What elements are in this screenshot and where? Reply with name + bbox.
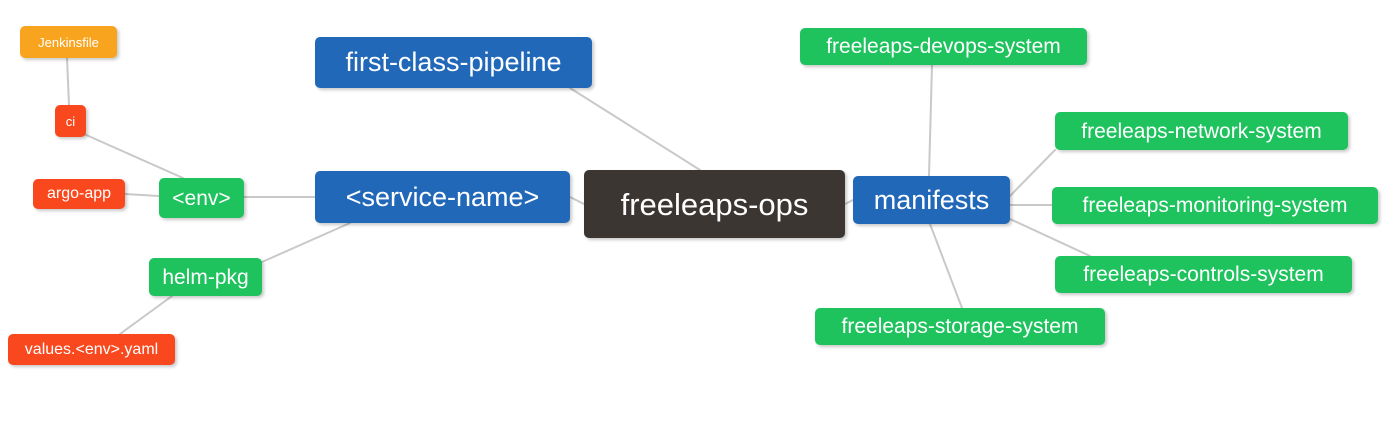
edge-env-to-ci	[83, 133, 184, 179]
edge-freeleaps-ops-to-service-name	[569, 196, 585, 205]
node-helm-pkg[interactable]: helm-pkg	[149, 258, 262, 296]
node-label-env: <env>	[172, 186, 231, 210]
node-label-values-env-yaml: values.<env>.yaml	[24, 340, 159, 358]
node-ci[interactable]: ci	[55, 105, 86, 137]
node-values-env-yaml[interactable]: values.<env>.yaml	[8, 334, 175, 365]
edge-ci-to-jenkinsfile	[66, 57, 70, 106]
node-label-freeleaps-devops-system: freeleaps-devops-system	[826, 35, 1061, 58]
node-label-service-name: <service-name>	[345, 181, 540, 212]
node-label-freeleaps-controls-system: freeleaps-controls-system	[1083, 263, 1324, 286]
node-label-helm-pkg: helm-pkg	[162, 265, 249, 289]
edge-freeleaps-ops-to-manifests	[844, 199, 854, 205]
node-label-first-class-pipeline: first-class-pipeline	[345, 47, 562, 77]
node-service-name[interactable]: <service-name>	[315, 171, 570, 223]
node-freeleaps-storage-system[interactable]: freeleaps-storage-system	[815, 308, 1105, 345]
edge-manifests-to-freeleaps-network-system	[1009, 149, 1056, 197]
edge-service-name-to-helm-pkg	[261, 222, 351, 263]
node-freeleaps-network-system[interactable]: freeleaps-network-system	[1055, 112, 1348, 150]
node-manifests[interactable]: manifests	[853, 176, 1010, 224]
node-freeleaps-devops-system[interactable]: freeleaps-devops-system	[800, 28, 1087, 65]
edge-manifests-to-freeleaps-devops-system	[928, 64, 933, 177]
node-label-argo-app: argo-app	[46, 185, 112, 202]
node-label-freeleaps-ops: freeleaps-ops	[620, 186, 809, 222]
edge-helm-pkg-to-values-env-yaml	[119, 295, 173, 335]
node-label-jenkinsfile: Jenkinsfile	[38, 34, 99, 50]
edge-manifests-to-freeleaps-controls-system	[1009, 218, 1091, 257]
node-freeleaps-controls-system[interactable]: freeleaps-controls-system	[1055, 256, 1352, 293]
node-label-freeleaps-storage-system: freeleaps-storage-system	[841, 315, 1079, 338]
node-label-freeleaps-network-system: freeleaps-network-system	[1081, 119, 1322, 143]
node-freeleaps-ops[interactable]: freeleaps-ops	[584, 170, 845, 238]
node-first-class-pipeline[interactable]: first-class-pipeline	[315, 37, 592, 88]
node-freeleaps-monitoring-system[interactable]: freeleaps-monitoring-system	[1052, 187, 1378, 224]
node-label-ci: ci	[65, 113, 76, 129]
node-label-manifests: manifests	[873, 184, 990, 215]
node-label-freeleaps-monitoring-system: freeleaps-monitoring-system	[1082, 194, 1348, 217]
node-env[interactable]: <env>	[159, 178, 244, 218]
node-jenkinsfile[interactable]: Jenkinsfile	[20, 26, 117, 58]
edge-manifests-to-freeleaps-storage-system	[929, 223, 963, 309]
node-argo-app[interactable]: argo-app	[33, 179, 125, 209]
edge-env-to-argo-app	[124, 193, 160, 197]
edge-freeleaps-ops-to-first-class-pipeline	[569, 87, 701, 171]
